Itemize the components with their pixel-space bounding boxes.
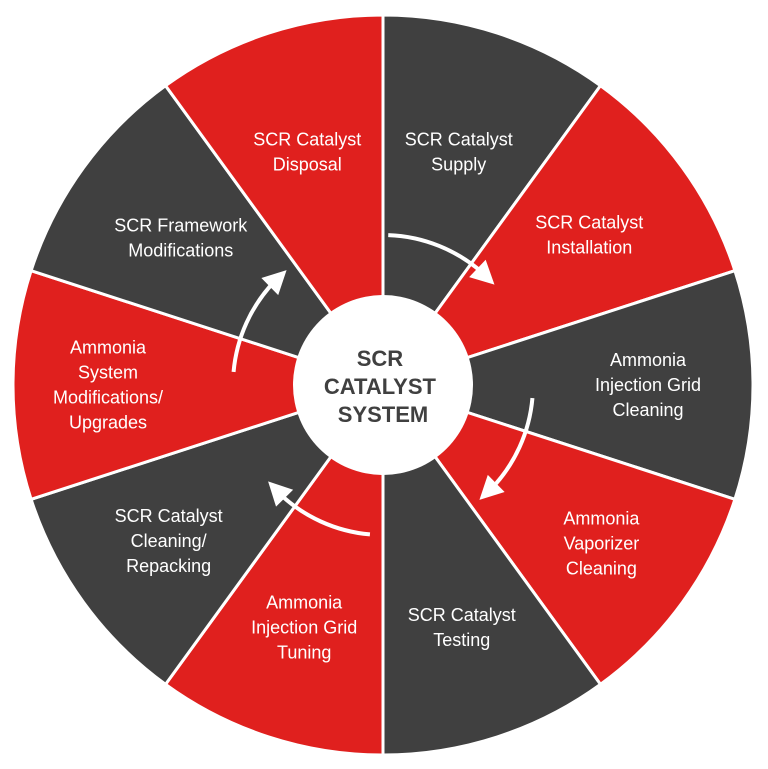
segment-label-line: Installation bbox=[546, 238, 632, 258]
arrowhead-icon bbox=[261, 270, 287, 296]
center-title-line-3: SYSTEM bbox=[338, 402, 428, 427]
segment-label-line: Ammonia bbox=[563, 509, 640, 529]
segment-label-line: Injection Grid bbox=[595, 375, 701, 395]
segment-cleaning-repacking bbox=[29, 382, 387, 687]
segment-label-line: Ammonia bbox=[70, 338, 147, 358]
segment-label-line: Disposal bbox=[273, 154, 342, 174]
segment-framework bbox=[29, 83, 387, 388]
segment-disposal bbox=[163, 13, 385, 390]
segment-label-line: SCR Catalyst bbox=[253, 129, 361, 149]
arrowhead-icon bbox=[469, 259, 495, 285]
segment-label-line: SCR Catalyst bbox=[115, 506, 223, 526]
arrow-upper-left bbox=[231, 279, 277, 373]
segment-label-line: SCR Catalyst bbox=[405, 129, 513, 149]
segment-label-line: Cleaning/ bbox=[131, 531, 207, 551]
segment-aig-tuning bbox=[163, 380, 385, 757]
segment-label-line: Injection Grid bbox=[251, 618, 357, 638]
segment-label-line: SCR Framework bbox=[114, 216, 248, 236]
segment-label-line: Modifications bbox=[128, 241, 233, 261]
arrow-upper-right bbox=[388, 233, 485, 276]
arrowhead-icon bbox=[268, 481, 294, 507]
segment-label-line: Repacking bbox=[126, 556, 211, 576]
segment-aig-cleaning bbox=[378, 268, 755, 502]
segment-label-line: System bbox=[78, 363, 138, 383]
segment-installation bbox=[379, 83, 737, 388]
segment-ammonia-system bbox=[11, 268, 388, 502]
segment-label-line: SCR Catalyst bbox=[535, 213, 643, 233]
center-title-line-1: SCR bbox=[357, 346, 404, 371]
segment-label-line: Vaporizer bbox=[564, 534, 640, 554]
segment-supply bbox=[381, 13, 603, 390]
segment-label-line: SCR Catalyst bbox=[408, 605, 516, 625]
segment-label-line: Testing bbox=[433, 630, 490, 650]
center-title-line-2: CATALYST bbox=[324, 374, 437, 399]
segment-label-line: Upgrades bbox=[69, 413, 147, 433]
segment-label-line: Modifications/ bbox=[53, 388, 163, 408]
center-hub bbox=[293, 295, 473, 475]
segment-label-line: Ammonia bbox=[610, 350, 687, 370]
segment-vaporizer-cleaning bbox=[379, 382, 737, 687]
segment-label-line: Supply bbox=[431, 154, 486, 174]
arrow-lower-left bbox=[277, 491, 371, 537]
segment-label-line: Tuning bbox=[277, 643, 331, 663]
segment-testing bbox=[381, 380, 603, 757]
wheel-segments bbox=[11, 13, 755, 757]
cycle-arrows bbox=[231, 233, 535, 537]
segment-label-line: Cleaning bbox=[612, 400, 683, 420]
center-title: SCR CATALYST SYSTEM bbox=[324, 346, 442, 427]
arrowhead-icon bbox=[479, 474, 505, 500]
segment-label-line: Cleaning bbox=[566, 559, 637, 579]
arrow-lower-right bbox=[489, 397, 535, 491]
segment-label-line: Ammonia bbox=[266, 593, 343, 613]
